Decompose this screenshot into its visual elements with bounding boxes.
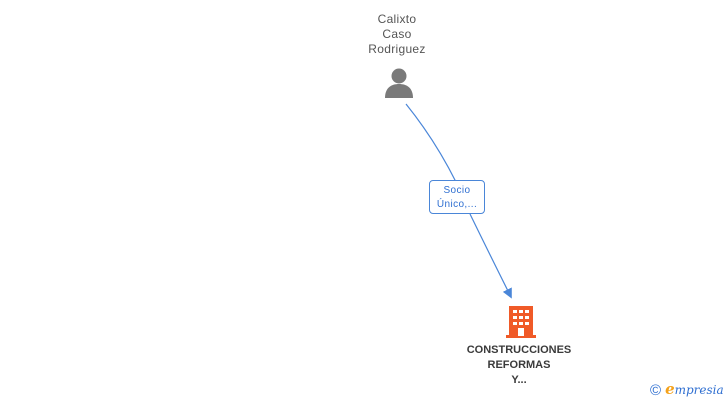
company-name-line[interactable]: Y... <box>511 374 527 386</box>
relation-edge[interactable] <box>405 103 510 295</box>
person-name[interactable]: Calixto Caso Rodriguez <box>349 12 445 57</box>
relation-label-line: Socio <box>443 185 471 196</box>
person-name-line[interactable]: Calixto <box>377 12 417 26</box>
company-name-line[interactable]: REFORMAS <box>487 359 551 371</box>
empresia-logo-e: e <box>665 380 675 398</box>
company-name-line[interactable]: CONSTRUCCIONES <box>466 344 572 356</box>
copyright-symbol: © <box>650 382 662 399</box>
person-icon[interactable] <box>384 67 414 99</box>
person-name-line[interactable]: Rodriguez <box>368 42 426 56</box>
relation-label-line: Único,... <box>436 199 478 210</box>
empresia-logo-text: mpresia <box>674 383 724 397</box>
company-name[interactable]: CONSTRUCCIONES REFORMAS Y... <box>449 343 589 388</box>
relation-label[interactable]: Socio Único,... <box>429 180 485 214</box>
person-name-line[interactable]: Caso <box>382 27 412 41</box>
building-icon[interactable] <box>505 304 537 338</box>
empresia-watermark: ©empresia <box>650 380 724 399</box>
